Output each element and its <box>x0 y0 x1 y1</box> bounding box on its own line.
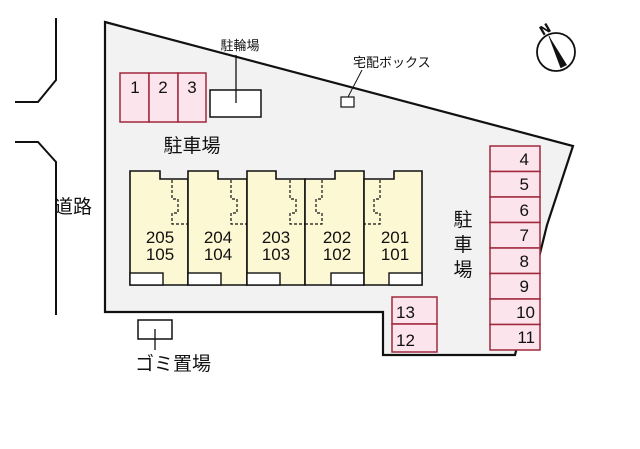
parking-space-4 <box>489 145 541 173</box>
parking-number: 5 <box>520 175 529 194</box>
unit-lower-number: 104 <box>204 245 232 264</box>
parking-label-right: 駐 車 場 <box>453 209 472 281</box>
unit-lower-number: 101 <box>381 245 409 264</box>
svg-text:車: 車 <box>453 234 472 256</box>
parking-number: 6 <box>520 201 529 220</box>
parking-number: 1 <box>130 78 139 97</box>
parking-space-8 <box>489 247 541 275</box>
parking-number: 2 <box>158 78 167 97</box>
unit-upper-number: 205 <box>146 228 174 247</box>
unit-201-101: 201 101 <box>363 170 423 286</box>
unit-upper-number: 201 <box>381 228 409 247</box>
parking-label-top: 駐車場 <box>163 135 220 157</box>
unit-upper-number: 204 <box>204 228 232 247</box>
parking-group-top: 1 2 3 <box>119 72 207 123</box>
delivery-box: 宅配ボックス <box>340 56 431 108</box>
delivery-box-label: 宅配ボックス <box>353 56 431 71</box>
parking-space-9 <box>489 272 541 300</box>
parking-space-1 <box>119 72 150 123</box>
parking-space-5 <box>489 170 541 198</box>
unit-upper-number: 203 <box>262 228 290 247</box>
bicycle-parking: 駐輪場 <box>209 38 262 118</box>
parking-number: 8 <box>520 252 529 271</box>
parking-number: 11 <box>517 328 535 347</box>
parking-number: 10 <box>516 303 535 322</box>
parking-number: 7 <box>520 226 529 245</box>
parking-space-11 <box>489 323 541 351</box>
unit-lower-number: 102 <box>323 245 351 264</box>
parking-number: 4 <box>520 150 529 169</box>
parking-group-right: 4 5 6 7 8 9 10 11 <box>489 145 541 351</box>
road-edges <box>15 18 57 315</box>
unit-202-102: 202 102 <box>304 170 365 286</box>
svg-text:場: 場 <box>453 259 472 281</box>
parking-number: 3 <box>187 78 196 97</box>
parking-space-3 <box>177 72 207 123</box>
svg-text:駐: 駐 <box>453 209 472 231</box>
bicycle-parking-label: 駐輪場 <box>220 38 259 54</box>
parking-space-6 <box>489 196 541 224</box>
garbage-area: ゴミ置場 <box>135 319 211 375</box>
apartment-building: 205 105 204 104 203 103 202 102 <box>129 170 423 286</box>
garbage-area-label: ゴミ置場 <box>135 353 211 375</box>
unit-lower-number: 105 <box>146 245 174 264</box>
parking-space-12 <box>391 323 438 353</box>
parking-group-bottom: 13 12 <box>391 296 438 353</box>
parking-number: 13 <box>396 303 415 322</box>
unit-203-103: 203 103 <box>246 170 306 286</box>
parking-number: 9 <box>520 277 529 296</box>
parking-space-13 <box>391 296 438 325</box>
unit-205-105: 205 105 <box>129 170 189 286</box>
unit-upper-number: 202 <box>323 228 351 247</box>
parking-space-7 <box>489 221 541 249</box>
road-label: 道路 <box>54 196 92 218</box>
compass-icon: N <box>536 21 576 72</box>
parking-number: 12 <box>396 331 415 350</box>
unit-lower-number: 103 <box>262 245 290 264</box>
unit-204-104: 204 104 <box>187 170 248 286</box>
